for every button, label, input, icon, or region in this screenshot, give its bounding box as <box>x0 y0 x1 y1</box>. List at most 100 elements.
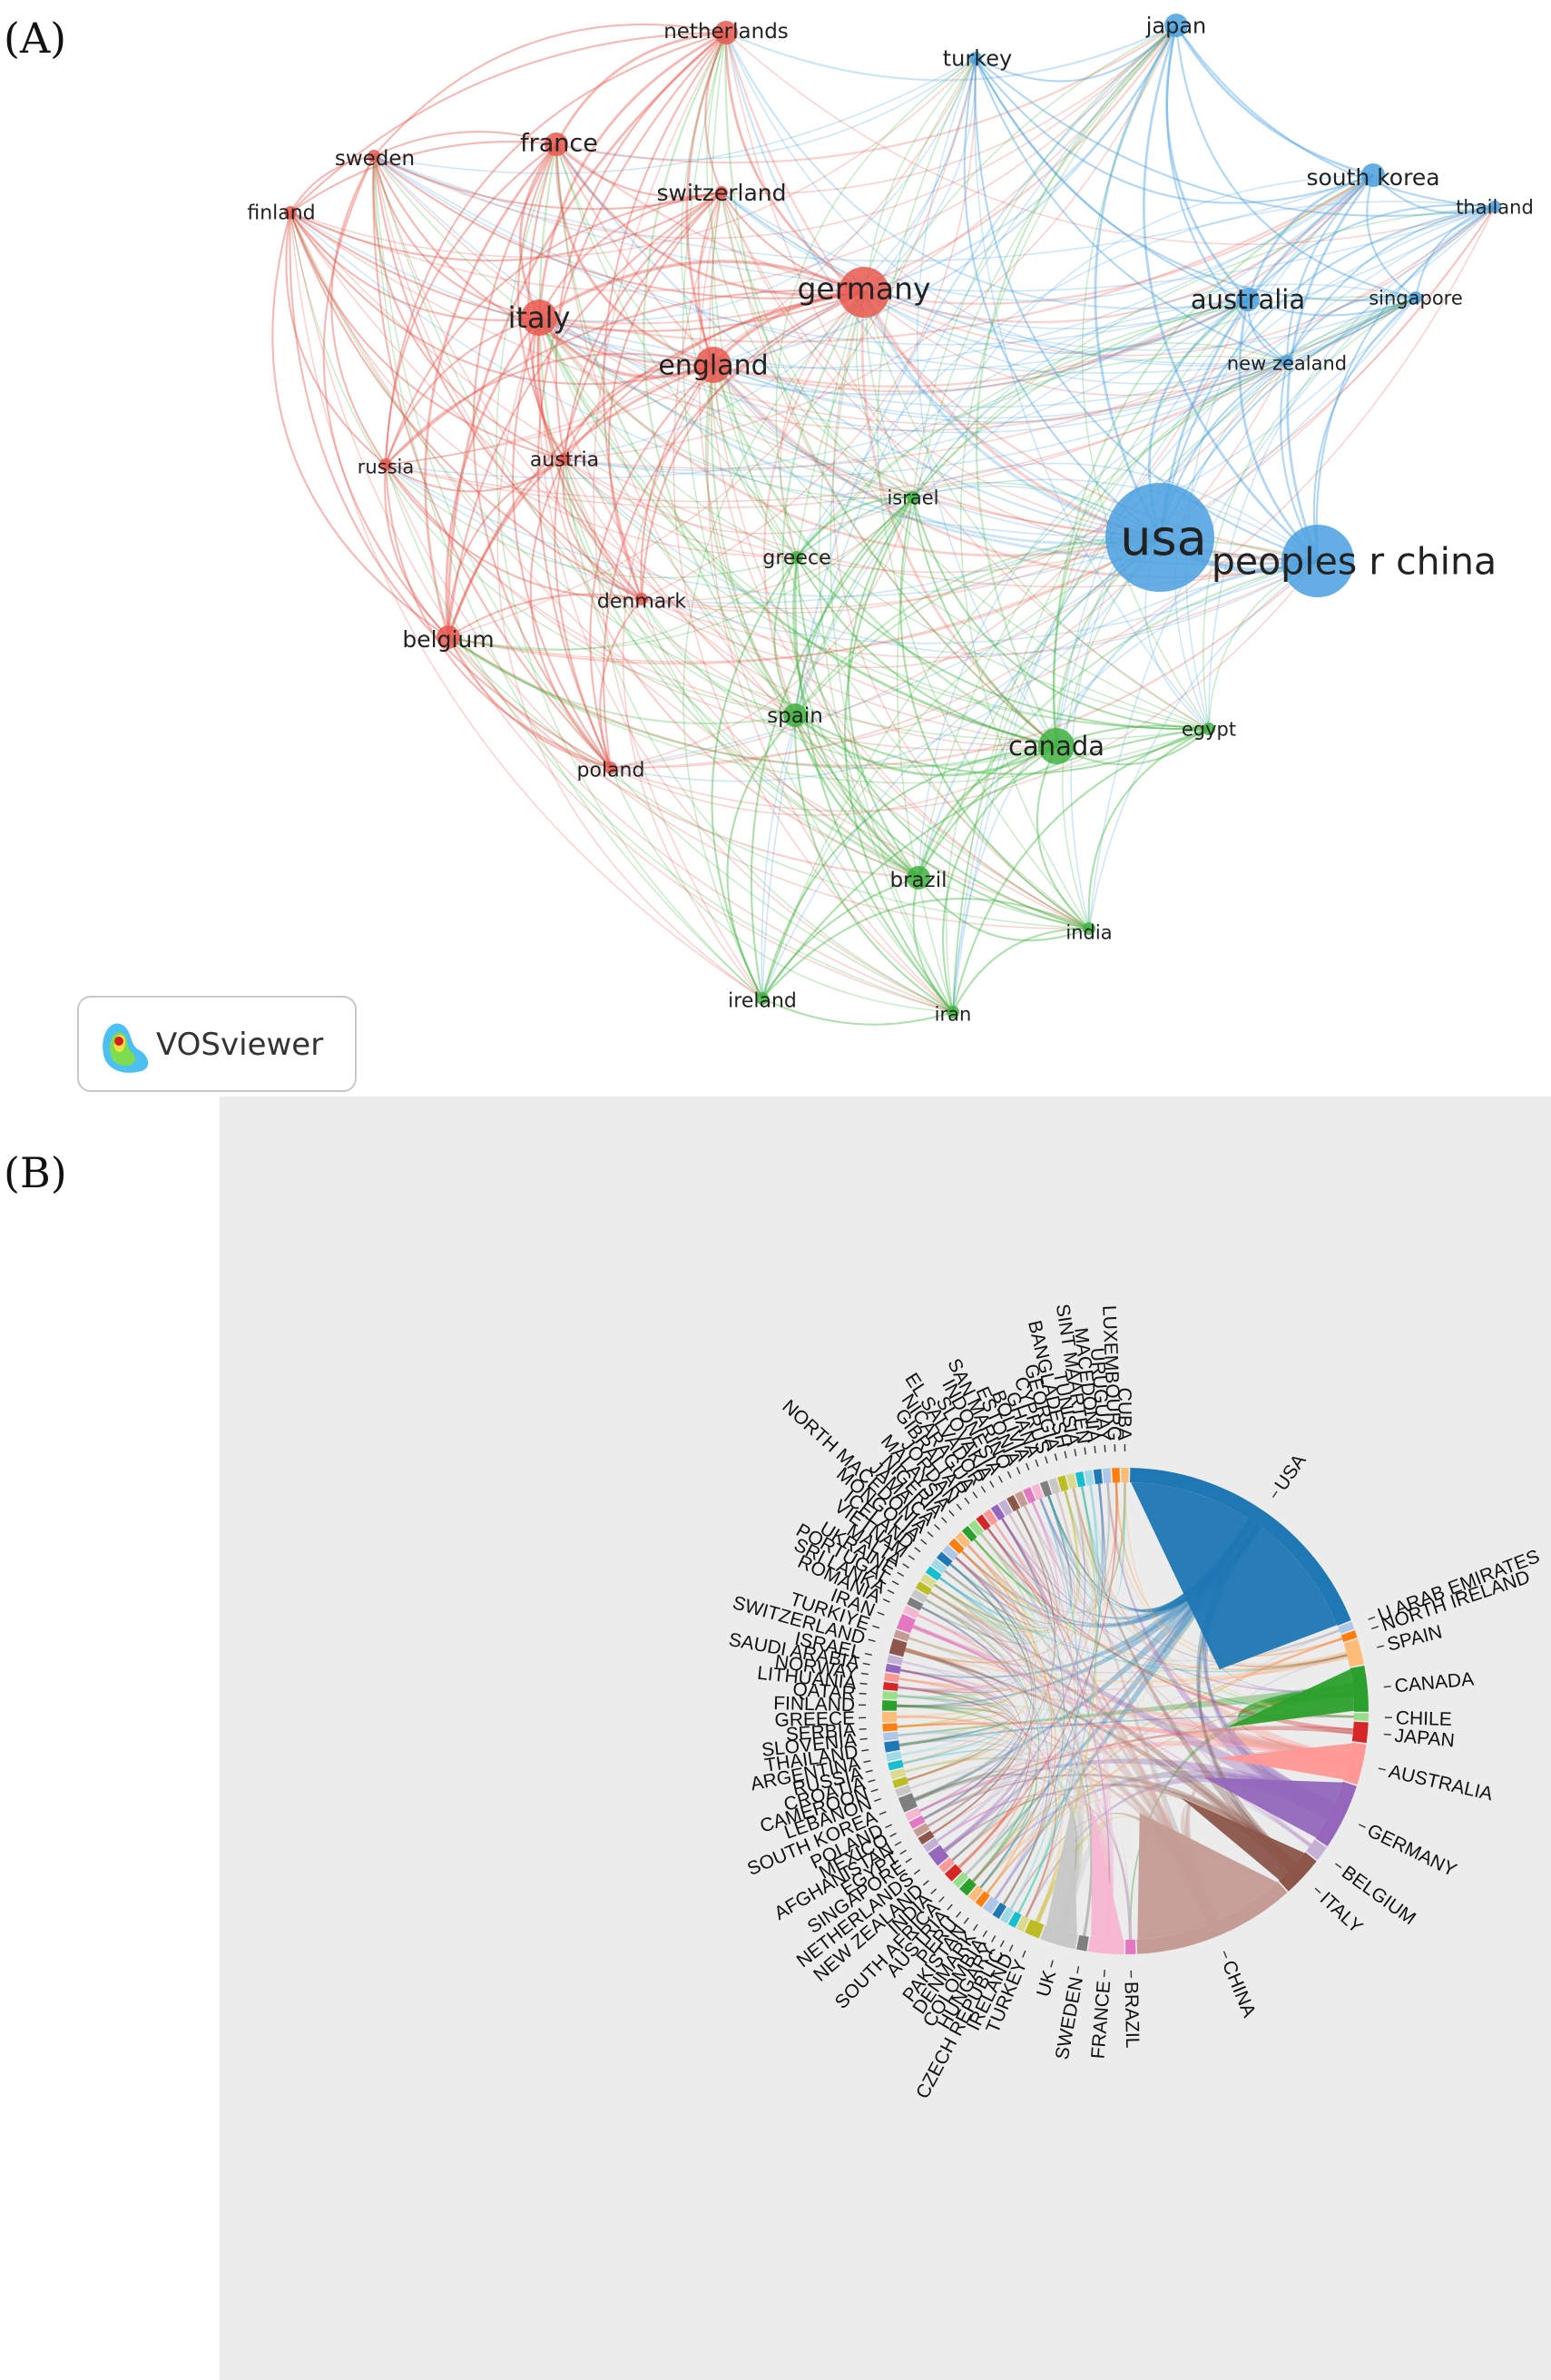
arc-usa[interactable] <box>1130 1468 1351 1627</box>
node-peoples-r-china[interactable] <box>1281 525 1354 597</box>
arc-ukraine[interactable] <box>915 1581 932 1596</box>
vosviewer-logo[interactable]: VOSviewer <box>77 996 357 1092</box>
arc-mexico[interactable] <box>908 1815 926 1829</box>
arc-france[interactable] <box>1087 1937 1124 1954</box>
arc-netherlands[interactable] <box>928 1844 949 1866</box>
arc-ghana[interactable] <box>1039 1480 1053 1498</box>
node-australia[interactable] <box>1236 288 1260 311</box>
node-england[interactable] <box>695 347 731 383</box>
arc-greece[interactable] <box>882 1712 898 1723</box>
node-russia[interactable] <box>379 458 392 471</box>
arc-mongolia[interactable] <box>936 1551 953 1568</box>
arc-hungary[interactable] <box>1000 1907 1015 1924</box>
node-turkey[interactable] <box>969 52 982 64</box>
arc-romania[interactable] <box>902 1605 919 1618</box>
node-finland[interactable] <box>284 206 297 219</box>
arc-turkey[interactable] <box>1024 1919 1045 1939</box>
node-italy[interactable] <box>521 300 557 336</box>
node-denmark[interactable] <box>635 593 648 605</box>
arc-canada[interactable] <box>1350 1665 1369 1712</box>
arc-gibraltar[interactable] <box>976 1514 991 1531</box>
arc-argentina[interactable] <box>886 1751 902 1762</box>
arc-austria[interactable] <box>959 1878 977 1896</box>
node-usa[interactable] <box>1105 483 1214 592</box>
arc-south-africa[interactable] <box>952 1872 968 1888</box>
node-canada[interactable] <box>1038 728 1075 764</box>
arc-portugal[interactable] <box>910 1588 928 1603</box>
arc-colombia[interactable] <box>992 1902 1007 1919</box>
arc-denmark[interactable] <box>982 1896 999 1914</box>
node-switzerland[interactable] <box>715 186 728 199</box>
arc-slovakia[interactable] <box>998 1499 1013 1516</box>
node-iran[interactable] <box>947 1006 959 1018</box>
arc-belgium[interactable] <box>1306 1839 1327 1861</box>
arc-india[interactable] <box>944 1864 963 1882</box>
arc-czech-republic[interactable] <box>1007 1911 1022 1928</box>
arc-japan[interactable] <box>1351 1721 1369 1744</box>
arc-sri-lanka[interactable] <box>907 1597 924 1611</box>
arc-lebanon[interactable] <box>895 1785 912 1797</box>
node-egypt[interactable] <box>1203 723 1215 735</box>
arc-malaysia[interactable] <box>961 1525 977 1542</box>
arc-russia[interactable] <box>888 1759 904 1771</box>
arc-peru[interactable] <box>967 1885 984 1902</box>
arc-estonia[interactable] <box>1023 1487 1036 1504</box>
arc-bolivia[interactable] <box>1031 1483 1045 1500</box>
arc-nigeria[interactable] <box>955 1531 971 1549</box>
arc-germany[interactable] <box>1315 1781 1357 1847</box>
arc-san-marino[interactable] <box>1015 1490 1028 1508</box>
node-sweden[interactable] <box>368 150 380 162</box>
arc-georgia[interactable] <box>1057 1475 1069 1492</box>
arc-egypt[interactable] <box>918 1830 935 1845</box>
arc-brazil[interactable] <box>1125 1939 1136 1954</box>
arc-indonesia[interactable] <box>1006 1495 1021 1512</box>
arc-croatia[interactable] <box>889 1768 907 1780</box>
arc-cyprus[interactable] <box>1048 1478 1061 1494</box>
arc-uk[interactable] <box>1040 1925 1078 1950</box>
arc-australia[interactable] <box>1343 1742 1367 1785</box>
node-brazil[interactable] <box>907 866 930 890</box>
node-spain[interactable] <box>783 703 807 727</box>
arc-uruguay[interactable] <box>1102 1468 1112 1484</box>
arc-thailand[interactable] <box>884 1740 900 1753</box>
arc-luxembourg[interactable] <box>1112 1468 1120 1483</box>
node-poland[interactable] <box>604 762 617 774</box>
node-new-zealand[interactable] <box>1281 355 1293 368</box>
arc-spain[interactable] <box>1343 1638 1364 1667</box>
arc-italy[interactable] <box>1278 1852 1317 1892</box>
arc-jamaica[interactable] <box>948 1538 965 1554</box>
arc-pakistan[interactable] <box>975 1891 990 1908</box>
node-belgium[interactable] <box>437 625 460 649</box>
arc-sint-maarten[interactable] <box>1084 1470 1095 1486</box>
arc-iceland[interactable] <box>930 1559 947 1574</box>
arc-afghanistan[interactable] <box>913 1823 930 1837</box>
arc-el-salvador[interactable] <box>990 1504 1006 1521</box>
arc-bangladesh[interactable] <box>1065 1473 1077 1490</box>
node-india[interactable] <box>1083 922 1095 935</box>
arc-saudi-arabia[interactable] <box>885 1663 901 1674</box>
arc-nicaragua[interactable] <box>983 1509 998 1526</box>
arc-slovenia[interactable] <box>883 1731 898 1741</box>
arc-iran[interactable] <box>896 1613 916 1634</box>
arc-singapore[interactable] <box>922 1837 939 1853</box>
node-thailand[interactable] <box>1488 201 1501 213</box>
arc-sweden[interactable] <box>1076 1934 1089 1952</box>
arc-u-arab-emirates[interactable] <box>1338 1621 1355 1634</box>
node-south-korea[interactable] <box>1361 163 1385 187</box>
arc-new-zealand[interactable] <box>938 1857 955 1874</box>
arc-lithuania[interactable] <box>883 1681 898 1691</box>
arc-norway[interactable] <box>884 1672 900 1683</box>
node-germany[interactable] <box>839 267 889 318</box>
arc-cuba[interactable] <box>1121 1467 1129 1483</box>
node-france[interactable] <box>545 133 568 156</box>
node-israel[interactable] <box>907 491 919 504</box>
arc-poland[interactable] <box>905 1807 922 1821</box>
node-netherlands[interactable] <box>714 21 738 44</box>
arc-south-korea[interactable] <box>898 1793 918 1813</box>
arc-chile[interactable] <box>1353 1713 1369 1721</box>
arc-jordan[interactable] <box>968 1519 984 1537</box>
arc-israel[interactable] <box>887 1655 903 1666</box>
node-greece[interactable] <box>790 551 803 564</box>
arc-malta[interactable] <box>920 1573 937 1588</box>
arc-switzerland[interactable] <box>888 1637 908 1657</box>
